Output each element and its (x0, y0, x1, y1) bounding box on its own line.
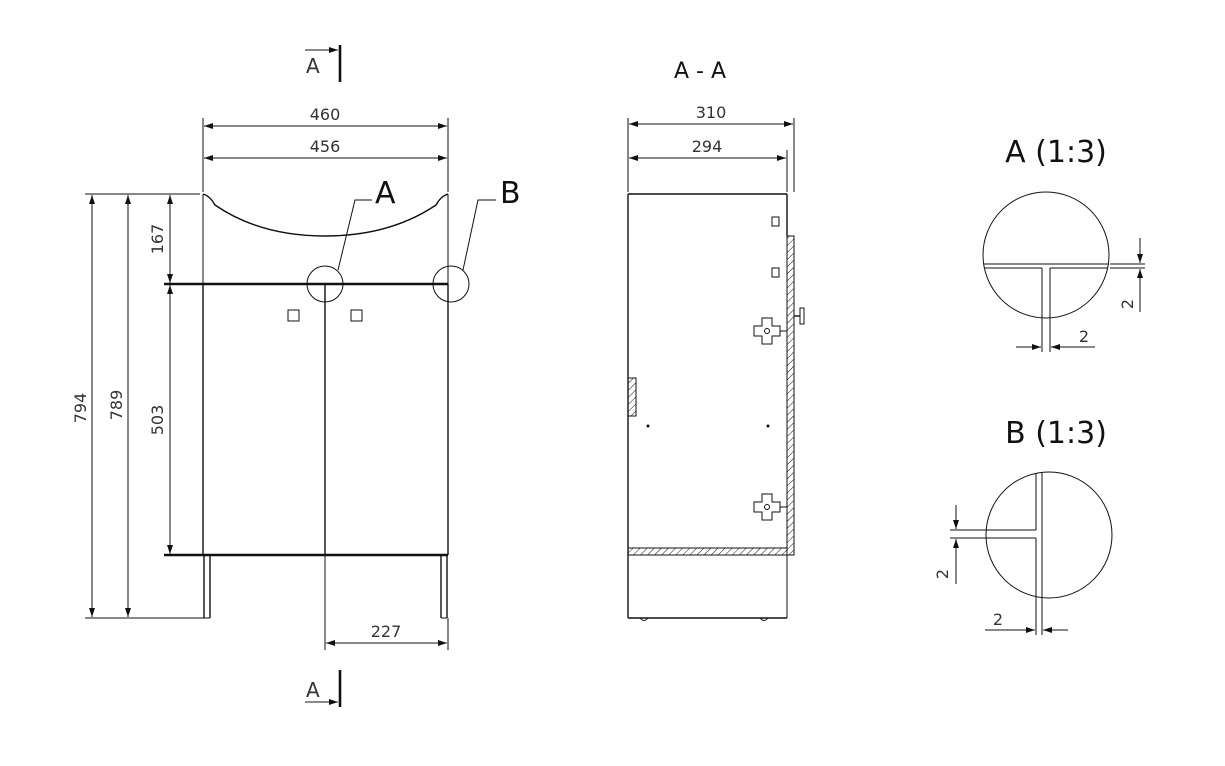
section-marker-bottom: A (305, 670, 342, 707)
detail-label-a: A (375, 176, 396, 211)
detail-a-dim-vertical: 2 (1118, 299, 1137, 309)
dimension-depth-inner: 294 (629, 137, 788, 192)
bottom-shelf-section (627, 547, 788, 556)
hinge-upper (753, 317, 787, 345)
dimension-half-width: 227 (324, 555, 449, 650)
screw-dot-left (646, 424, 650, 428)
dimension-height-body: 789 (107, 195, 131, 617)
dimension-height-total-label: 794 (71, 393, 90, 424)
cabinet-legs (203, 555, 448, 619)
dimension-depth-outer-label: 310 (696, 103, 727, 122)
dimension-height-total: 794 (71, 193, 204, 619)
bracket-lower (771, 267, 780, 278)
door-section (786, 235, 795, 556)
door-handle-left (287, 309, 300, 322)
detail-label-b: B (500, 176, 521, 211)
section-marker-top: A (305, 45, 342, 82)
detail-circle-a (306, 265, 344, 303)
cabinet-body (164, 284, 449, 557)
detail-leader-a: A (337, 176, 396, 271)
detail-b: B (1:3) 2 2 (933, 416, 1113, 635)
detail-leader-b: B (462, 176, 521, 271)
detail-a-dim-horizontal: 2 (1079, 327, 1089, 346)
dimension-top-section: 167 (148, 195, 173, 283)
front-view: A 460 456 (71, 45, 521, 707)
section-body (627, 193, 795, 621)
detail-b-title: B (1:3) (1005, 416, 1107, 451)
dimension-height-body-label: 789 (107, 390, 126, 421)
dimension-width-inner-label: 456 (310, 137, 341, 156)
bracket-upper (771, 216, 780, 227)
section-view-title: A - A (674, 59, 726, 84)
dimension-width-inner: 456 (204, 137, 447, 161)
hinge-lower (753, 493, 787, 521)
detail-a-title: A (1:3) (1005, 135, 1107, 170)
handle-knob (794, 307, 805, 325)
detail-circle-b (432, 265, 470, 303)
section-marker-bottom-label: A (306, 678, 320, 702)
screw-dot-right (766, 424, 770, 428)
detail-b-dim-horizontal: 2 (993, 610, 1003, 629)
back-rail-section (627, 377, 637, 417)
dimension-depth-inner-label: 294 (692, 137, 723, 156)
section-view: A - A 310 294 (627, 59, 805, 621)
dimension-depth-outer: 310 (627, 103, 795, 192)
dimension-half-width-label: 227 (371, 622, 402, 641)
basin-outline (202, 193, 449, 284)
dimension-width-outer-label: 460 (310, 105, 341, 124)
door-handle-right (350, 309, 363, 322)
detail-a: A (1:3) 2 2 (982, 135, 1145, 352)
dimension-top-section-label: 167 (148, 224, 167, 255)
section-feet (639, 617, 769, 621)
dimension-width-outer: 460 (202, 105, 449, 192)
dimension-door-height-label: 503 (148, 405, 167, 436)
dimension-door-height: 503 (148, 285, 173, 554)
detail-b-dim-vertical: 2 (933, 569, 952, 579)
section-marker-top-label: A (306, 54, 320, 78)
